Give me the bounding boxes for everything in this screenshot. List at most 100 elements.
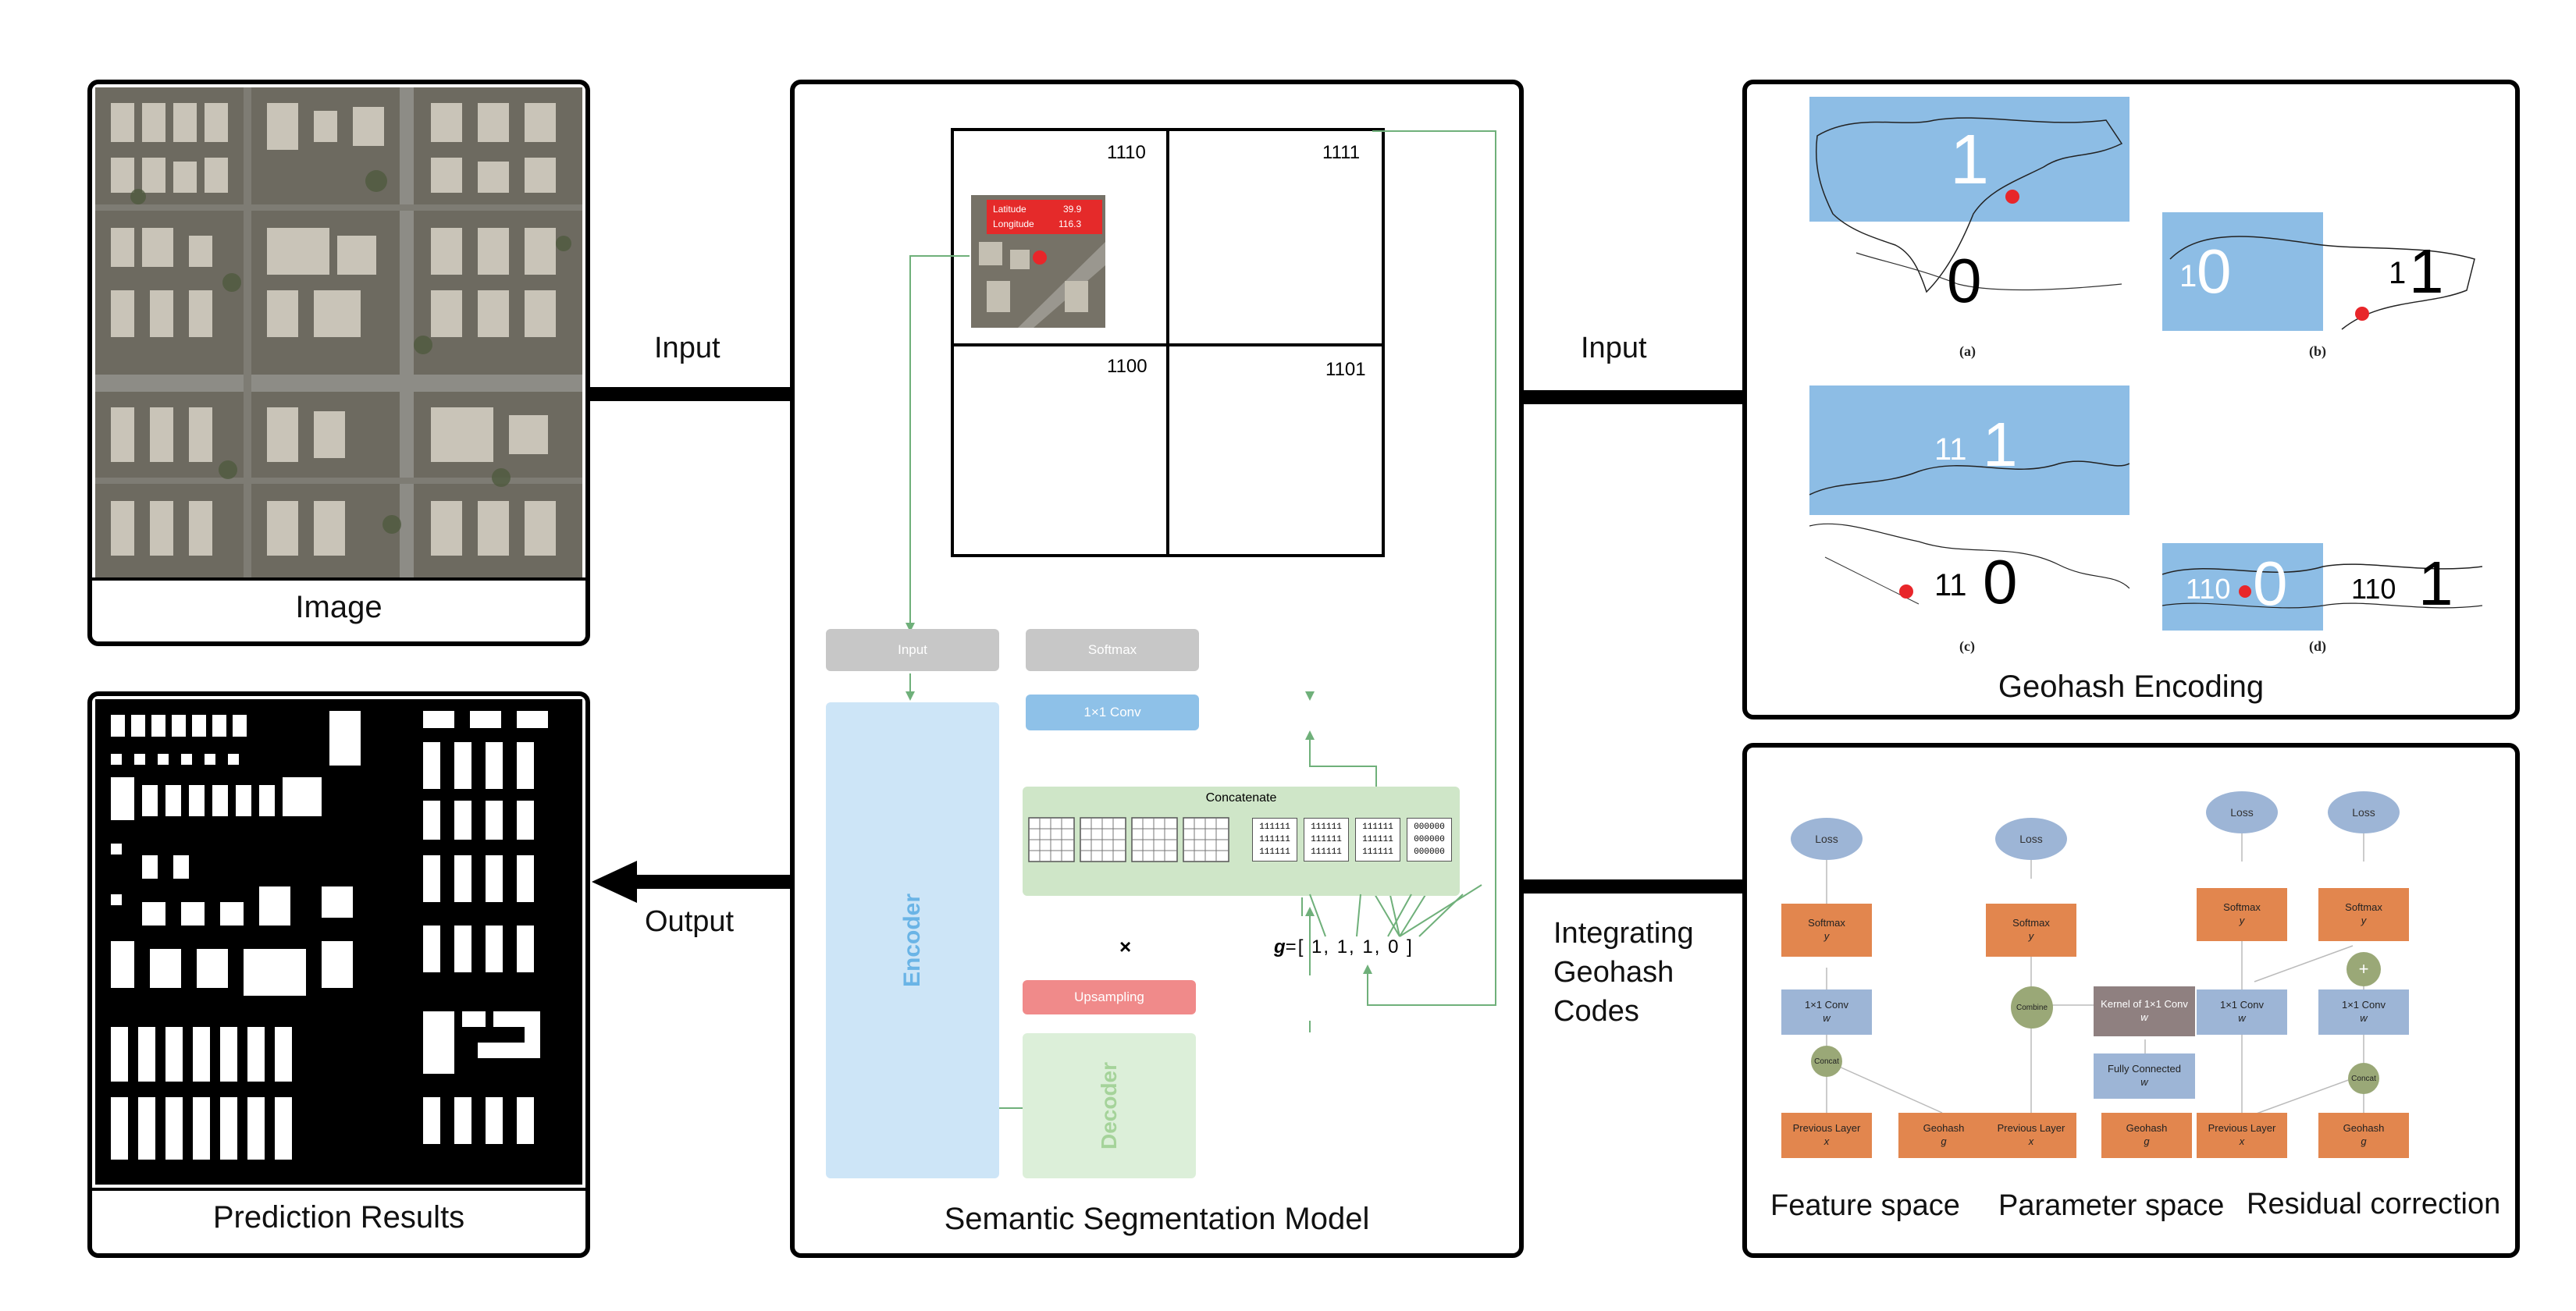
conv-text: 1×1 Conv <box>2341 999 2386 1011</box>
red-point <box>2355 307 2369 321</box>
latitude-label: Latitude <box>993 204 1026 215</box>
prediction-mask-art <box>95 699 582 1185</box>
aerial-image <box>95 87 582 577</box>
location-point <box>1033 250 1047 265</box>
map-d-left-small: 110 <box>2186 573 2231 605</box>
fc-var: w <box>2140 1076 2148 1088</box>
geohash-var: g <box>2361 1135 2367 1147</box>
concatenate-box: Concatenate 111111 111111 111111 111111 111… <box>1023 787 1460 896</box>
map-b-art <box>2162 212 2475 331</box>
map-b-left-big: 0 <box>2197 236 2232 306</box>
latitude-value: 39.9 <box>1063 204 1082 215</box>
conv-text: 1×1 Conv <box>2219 999 2264 1011</box>
map-d-left-big: 0 <box>2253 549 2288 618</box>
red-point <box>2239 585 2251 598</box>
conv-block: 1×1 Conv <box>1026 695 1199 730</box>
map-a-art <box>1809 97 2129 293</box>
conv-var: w <box>1823 1012 1831 1024</box>
aerial-image-art <box>95 87 582 577</box>
integrating-label-3: Codes <box>1553 995 1639 1028</box>
output-label: Output <box>645 905 735 938</box>
conv-var: w <box>2238 1012 2246 1024</box>
prev-text: Previous Layer <box>1997 1122 2065 1135</box>
map-b: 1 0 1 1 <box>2162 212 2482 331</box>
map-d-right-big: 1 <box>2418 549 2453 618</box>
input-block: Input <box>826 629 999 671</box>
code-row: 000000 <box>1414 847 1445 857</box>
map-a-top-digit: 1 <box>1950 121 1990 199</box>
sub-a: (a) <box>1959 343 1976 359</box>
longitude-value: 116.3 <box>1059 218 1082 229</box>
loss-node-residual-2: Loss <box>2328 791 2400 833</box>
map-b-right-big: 1 <box>2409 236 2444 306</box>
map-c-bottom-big: 0 <box>1983 547 2018 616</box>
caption-divider <box>92 577 585 581</box>
integrating-label-1: Integrating <box>1553 917 1694 950</box>
geohash-var: g <box>2144 1135 2150 1147</box>
code-row: 111111 <box>1362 822 1393 832</box>
g-values: =[ 1, 1, 1, 0 ] <box>1285 936 1414 957</box>
geohash-text: Geohash <box>2343 1122 2385 1135</box>
prev-var: x <box>1823 1135 1830 1147</box>
map-c-top-big: 1 <box>1983 410 2018 479</box>
g-arrows <box>1309 894 1464 937</box>
kernel-text: Kernel of 1×1 Conv <box>2101 998 2188 1011</box>
concat-node-feature: Concat <box>1811 1046 1842 1077</box>
softmax-text: Softmax <box>1808 917 1845 929</box>
g-symbol: g <box>1274 936 1286 957</box>
map-c-top-small: 11 <box>1934 432 1967 467</box>
caption-divider <box>92 1188 585 1191</box>
g-vector: g=[ 1, 1, 1, 0 ] <box>1274 936 1414 958</box>
encoder-label: Encoder <box>899 893 925 988</box>
decoder-label: Decoder <box>1096 1061 1121 1150</box>
decoder-block: Decoder <box>1023 1033 1196 1178</box>
code-row: 000000 <box>1414 835 1445 844</box>
code-row: 111111 <box>1311 835 1342 844</box>
concat-node-residual: Concat <box>2348 1063 2379 1094</box>
softmax-text: Softmax <box>2012 917 2050 929</box>
grid-code-1101: 1101 <box>1325 359 1366 380</box>
feature-space-caption: Feature space <box>1770 1189 1960 1222</box>
loss-node-feature: Loss <box>1791 818 1863 860</box>
code-row: 000000 <box>1414 822 1445 832</box>
code-row: 111111 <box>1311 822 1342 832</box>
concatenate-label: Concatenate <box>1205 791 1277 805</box>
code-row: 111111 <box>1259 822 1290 832</box>
model-caption: Semantic Segmentation Model <box>944 1202 1370 1236</box>
multiply-sign: × <box>1119 935 1132 958</box>
loss-node-parameter: Loss <box>1995 818 2067 860</box>
map-c-bottom-small: 11 <box>1934 568 1967 602</box>
image-caption: Image <box>295 590 382 624</box>
sub-d: (d) <box>2309 638 2326 654</box>
plus-node: + <box>2347 952 2381 986</box>
prev-var: x <box>2028 1135 2034 1147</box>
softmax-var: y <box>2028 930 2034 942</box>
softmax-text: Softmax <box>2345 901 2382 914</box>
code-row: 111111 <box>1362 847 1393 857</box>
conv-text: 1×1 Conv <box>1804 999 1848 1011</box>
map-d-art <box>2161 543 2483 631</box>
parameter-space-caption: Parameter space <box>1998 1189 2225 1222</box>
geohash-text: Geohash <box>1923 1122 1965 1135</box>
map-c-art <box>1809 385 2130 605</box>
softmax-var: y <box>2361 915 2367 926</box>
map-d-right-small: 110 <box>2351 573 2396 605</box>
fc-text: Fully Connected <box>2108 1063 2181 1075</box>
code-row: 111111 <box>1259 835 1290 844</box>
map-b-left-small: 1 <box>2179 259 2197 293</box>
map-c: 11 1 11 0 <box>1809 385 2130 631</box>
prev-text: Previous Layer <box>1792 1122 1861 1135</box>
grid-code-1100: 1100 <box>1107 356 1147 377</box>
